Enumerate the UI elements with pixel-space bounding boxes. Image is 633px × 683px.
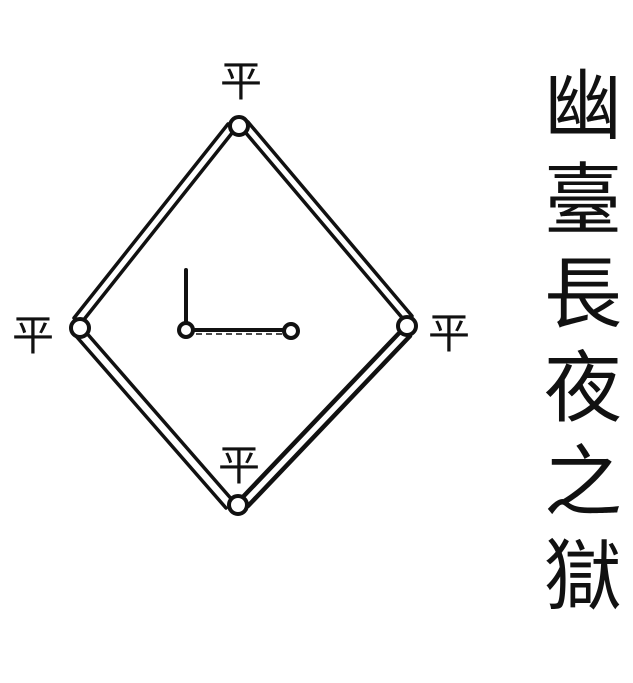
node-bottom xyxy=(227,494,249,516)
diamond-edges xyxy=(72,120,414,510)
edge-bottom-left xyxy=(74,328,236,510)
node-left xyxy=(69,317,91,339)
center-corner-hook-mark xyxy=(177,268,300,340)
center-hook-origin-dot xyxy=(177,321,195,339)
title-char-5: 之 xyxy=(543,438,622,528)
diamond-nodes xyxy=(69,115,418,516)
title-char-6: 獄 xyxy=(543,532,622,622)
edge-bottom-right xyxy=(237,327,413,509)
node-right xyxy=(396,315,418,337)
title-char-1: 幽 xyxy=(543,62,622,152)
title-char-2: 臺 xyxy=(543,156,622,246)
title-char-4: 夜 xyxy=(543,344,622,434)
node-bottom-label: 平 xyxy=(218,441,260,490)
center-hook-end-dot xyxy=(282,322,300,340)
node-top-label: 平 xyxy=(220,57,262,106)
node-top xyxy=(228,115,250,137)
node-left-label: 平 xyxy=(12,311,54,360)
edge-top-left xyxy=(72,122,238,324)
title-char-3: 長 xyxy=(543,250,622,340)
vertical-title: 幽 臺 長 夜 之 獄 xyxy=(535,60,631,624)
edge-top-right xyxy=(238,120,414,322)
node-right-label: 平 xyxy=(428,309,470,358)
